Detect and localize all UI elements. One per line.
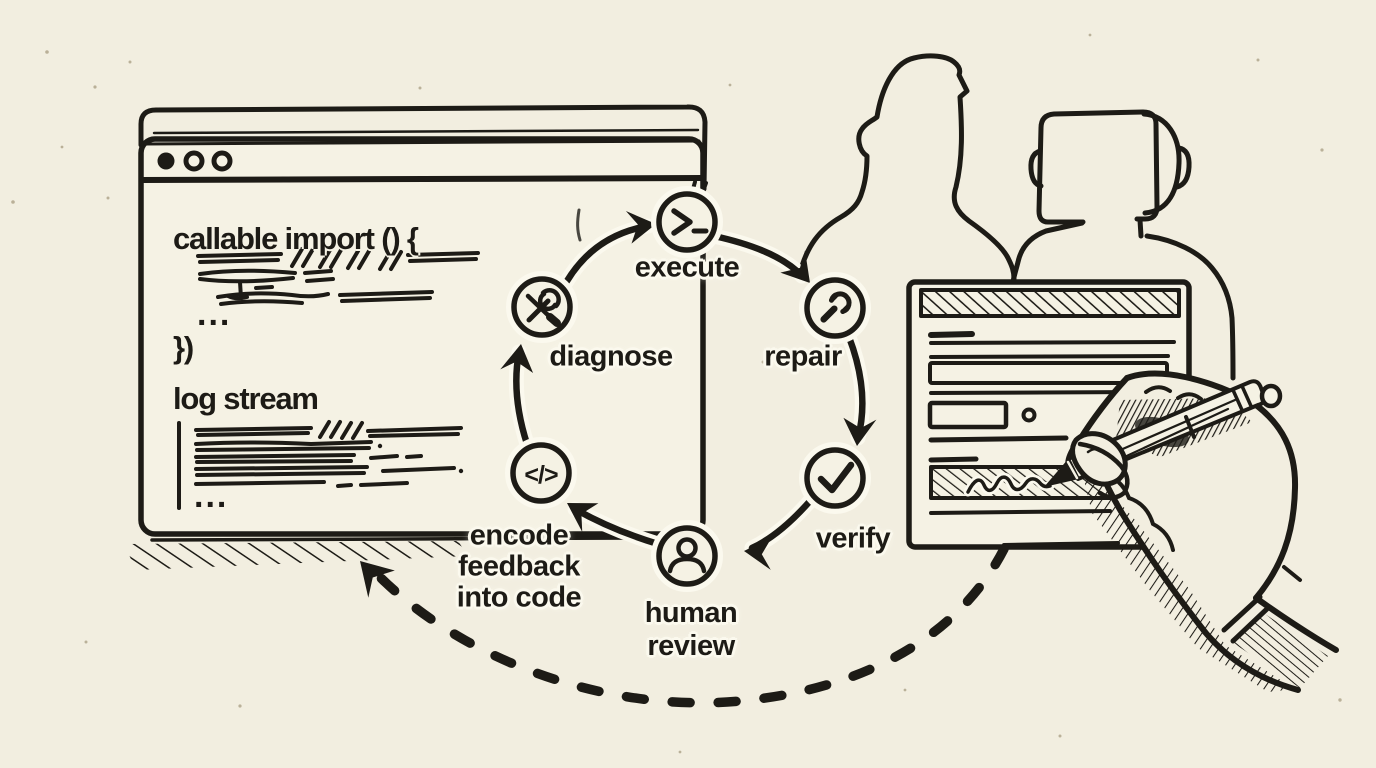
form-checkbox-field [927,400,1009,430]
repair-node [799,272,871,344]
verify-node [799,442,871,514]
robot-silhouette [1010,109,1236,381]
label-verify: verify [815,522,891,556]
traffic-light-1 [157,152,175,170]
pen-cap-button [1259,383,1283,409]
paper-speckles [11,33,1342,754]
wrench-icon [820,291,852,323]
encode-feedback-node: </> [505,437,577,509]
titlebar-separator [139,175,705,183]
checkmark-icon [817,461,855,494]
form-radio-icon [1021,407,1037,423]
robot-ear-right [1174,145,1192,190]
terminal-prompt-icon [671,208,709,236]
label-line: diagnose [549,340,673,373]
label-diagnose: diagnose [549,340,673,374]
diagnose-node [506,271,578,343]
traffic-light-2 [183,150,205,172]
label-line: repair [764,340,842,373]
log-scribbles [177,420,464,510]
log-ellipsis: ... [194,477,229,515]
code-brackets-icon: </> [524,461,558,489]
loop-nodes: </> [505,186,871,592]
human-silhouette [796,53,1017,282]
cuff-lines [1221,594,1272,644]
signature-scribble [966,475,1052,494]
form-header-bar [919,288,1181,318]
window-shadow-hatch [124,541,468,570]
label-execute: execute [635,252,740,285]
label-line: review [647,630,735,662]
code-heading: callable import () { [173,221,419,256]
label-line: execute [634,251,740,284]
traffic-light-3 [211,150,233,172]
cuff-slit [1282,565,1302,582]
label-line: encode [469,519,569,552]
background-figures [796,53,1236,381]
hand-with-pen [1044,370,1339,702]
code-scribbles [196,247,480,306]
label-human-review: human review [645,597,738,663]
thumb-line [1077,441,1130,500]
person-icon [667,537,707,574]
node-circle [510,442,572,504]
code-ellipsis: ... [197,295,232,333]
label-encode-feedback: encode feedback into code [456,519,582,614]
label-line: human [644,597,738,629]
browser-window [124,104,708,570]
log-heading: log stream [173,381,319,416]
code-close-brace: }) [173,330,194,365]
label-line: verify [815,522,891,555]
window-back-frame [138,104,708,192]
label-repair: repair [764,341,842,374]
human-review-node [651,520,723,592]
label-line: feedback [458,550,580,583]
crossed-tools-icon [525,288,561,327]
sleeve-shading [1232,612,1328,688]
execute-node [651,186,723,258]
label-line: into code [456,581,582,614]
node-circle [804,447,866,509]
robot-ear-left [1028,148,1044,189]
feedback-dashed-arrow [345,544,1009,708]
form-text-lines [928,331,1176,547]
traffic-lights [157,150,233,172]
